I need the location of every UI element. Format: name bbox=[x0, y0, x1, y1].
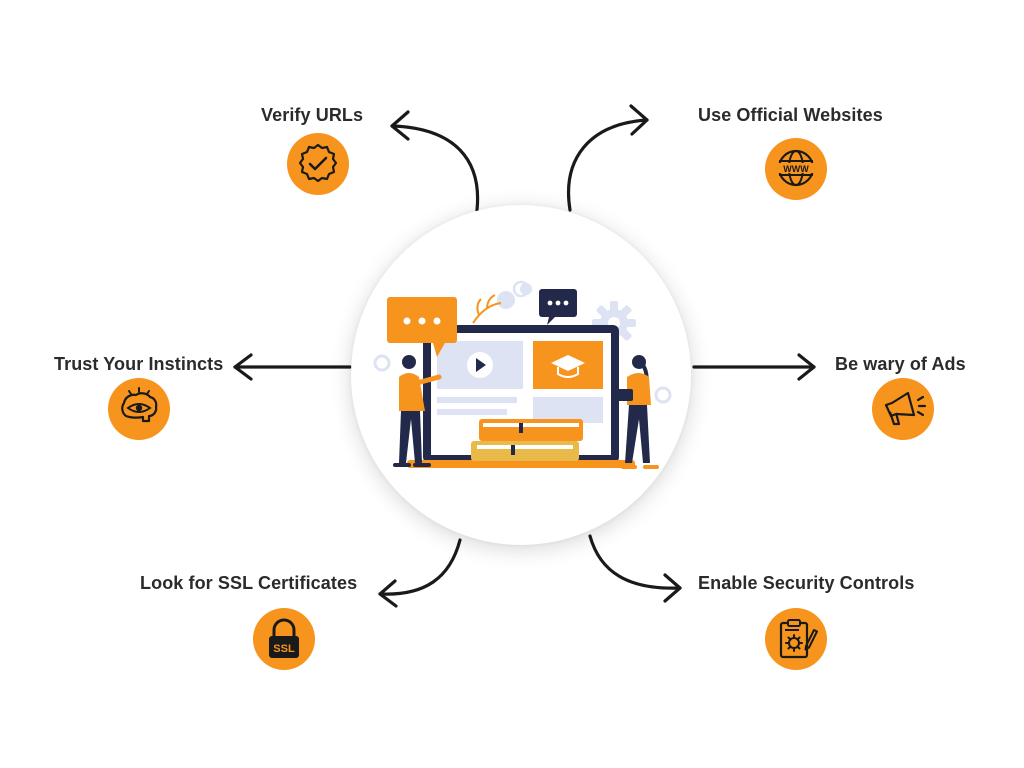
label-use-official-websites: Use Official Websites bbox=[698, 105, 883, 125]
brain-eye-icon bbox=[108, 378, 170, 440]
label-enable-security-controls: Enable Security Controls bbox=[698, 573, 915, 593]
ssl-lock-icon: SSL bbox=[253, 608, 315, 670]
person-left bbox=[393, 355, 442, 467]
arrow-official-websites bbox=[567, 118, 649, 212]
online-learning-illustration bbox=[373, 280, 672, 469]
central-hub bbox=[351, 205, 691, 545]
person-right bbox=[613, 355, 659, 469]
label-verify-urls: Verify URLs bbox=[261, 105, 364, 125]
megaphone-icon bbox=[872, 378, 934, 440]
globe-www-icon: WWW bbox=[765, 138, 827, 200]
badge-check-icon bbox=[287, 133, 349, 195]
label-trust-your-instincts: Trust Your Instincts bbox=[54, 354, 224, 374]
clipboard-gear-icon bbox=[765, 608, 827, 670]
www-text: WWW bbox=[783, 164, 809, 174]
arrow-verify-urls bbox=[390, 124, 480, 212]
ssl-badge-text: SSL bbox=[273, 643, 295, 655]
label-look-for-ssl: Look for SSL Certificates bbox=[140, 573, 358, 593]
arrow-security-controls bbox=[588, 534, 682, 590]
label-be-wary-of-ads: Be wary of Ads bbox=[835, 354, 966, 374]
arrow-ssl bbox=[378, 538, 462, 596]
